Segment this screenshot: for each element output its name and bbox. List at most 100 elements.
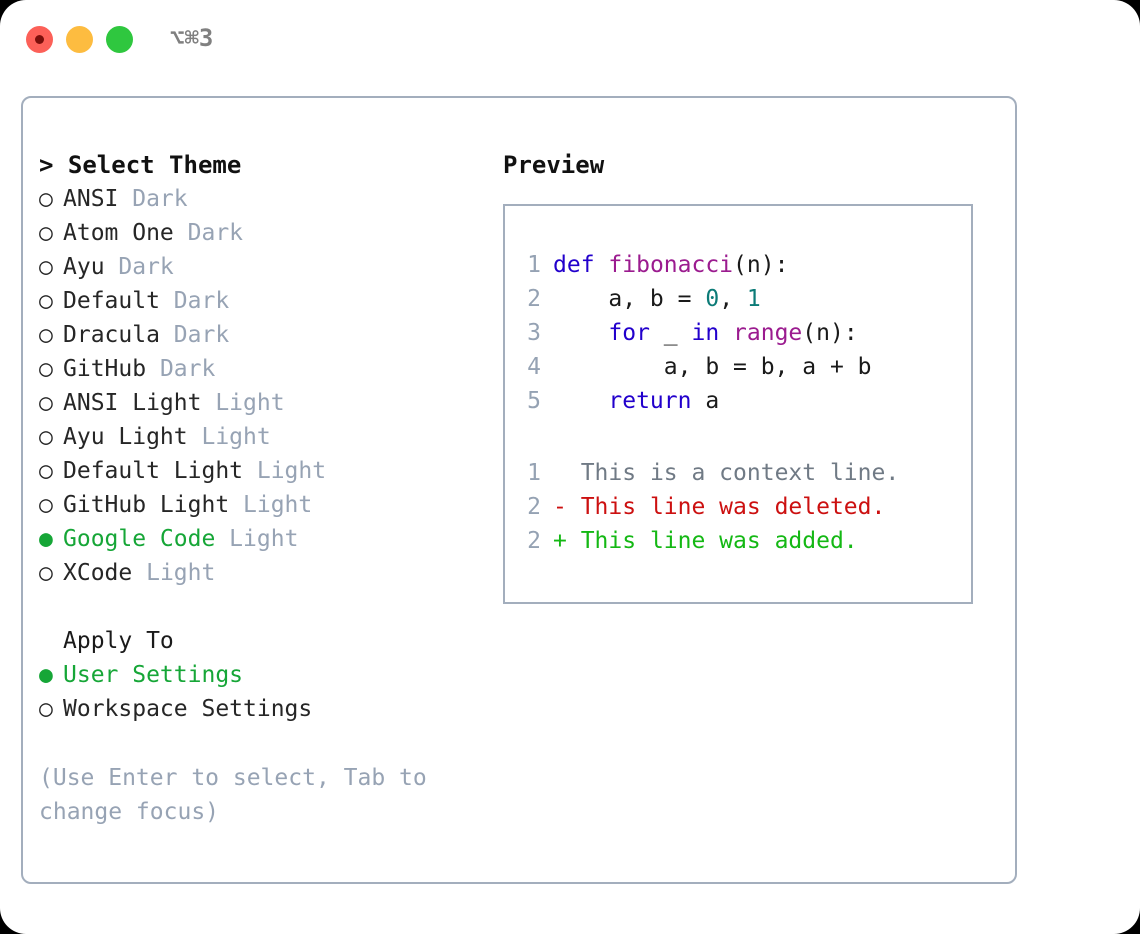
radio-selected-icon: ● <box>39 526 53 552</box>
preview-heading: Preview <box>503 151 605 179</box>
theme-list-column: > Select Theme ○ANSI Dark○Atom One Dark○… <box>39 148 489 829</box>
theme-option-tag: Dark <box>159 322 230 348</box>
code-token: a, b = <box>553 286 706 312</box>
code-line: 5 return a <box>517 384 965 418</box>
code-token: _ <box>649 320 692 346</box>
line-number: 4 <box>527 354 541 380</box>
theme-option-tag: Dark <box>118 186 188 212</box>
theme-option-default-light[interactable]: ○Default Light Light <box>39 454 489 488</box>
theme-option-ayu-light[interactable]: ○Ayu Light Light <box>39 420 489 454</box>
line-number: 5 <box>527 388 541 414</box>
diff-line: 2 + This line was added. <box>517 524 965 558</box>
code-line: 2 a, b = 0, 1 <box>517 282 965 316</box>
radio-unselected-icon: ○ <box>39 356 53 382</box>
theme-option-label: GitHub <box>63 356 147 382</box>
diff-text: This line was added. <box>566 528 858 554</box>
radio-unselected-icon: ○ <box>39 288 53 314</box>
radio-unselected-icon: ○ <box>39 220 53 246</box>
line-number: 1 <box>527 252 541 278</box>
code-token: , <box>719 286 747 312</box>
apply-to-heading: Apply To <box>63 628 174 654</box>
apply-to-option-label: Workspace Settings <box>63 696 313 722</box>
code-line: 4 a, b = b, a + b <box>517 350 965 384</box>
theme-option-label: Atom One <box>63 220 174 246</box>
radio-unselected-icon: ○ <box>39 390 53 416</box>
theme-option-tag: Dark <box>173 220 244 246</box>
radio-unselected-icon: ○ <box>39 254 53 280</box>
theme-option-google-code[interactable]: ●Google Code Light <box>39 522 489 556</box>
code-token: a <box>691 388 720 414</box>
theme-option-atom-one[interactable]: ○ Atom One Dark <box>39 216 489 250</box>
theme-option-github-light[interactable]: ○GitHub Light Light <box>39 488 489 522</box>
theme-option-label: Dracula <box>63 322 160 348</box>
code-token: 1 <box>746 286 761 312</box>
diff-line: 1 This is a context line. <box>517 456 965 490</box>
line-number: 3 <box>527 320 541 346</box>
code-token: 0 <box>705 286 720 312</box>
keyboard-hint-text: (Use Enter to select, Tab to change focu… <box>39 765 441 825</box>
window-titlebar: ⌥⌘3 <box>0 0 1140 78</box>
close-window-icon[interactable] <box>26 26 53 53</box>
code-token: fibonacci <box>608 252 734 278</box>
code-line: 1 def fibonacci(n): <box>517 248 965 282</box>
code-line: 3 for _ in range(n): <box>517 316 965 350</box>
apply-to-list: ●User Settings ○ Workspace Settings <box>39 658 489 726</box>
theme-option-label: XCode <box>63 560 133 586</box>
theme-option-label: Ayu <box>63 254 105 280</box>
radio-unselected-icon: ○ <box>39 424 53 450</box>
theme-option-label: ANSI <box>63 186 119 212</box>
radio-unselected-icon: ○ <box>39 186 53 212</box>
code-token <box>553 388 608 414</box>
maximize-window-icon[interactable] <box>106 26 133 53</box>
diff-line: 2- This line was deleted. <box>517 490 965 524</box>
apply-to-option-label: User Settings <box>63 662 244 688</box>
keyboard-shortcut-label: ⌥⌘3 <box>170 24 214 52</box>
theme-selector-panel: > Select Theme ○ANSI Dark○Atom One Dark○… <box>21 96 1017 884</box>
theme-option-tag: Light <box>201 390 285 416</box>
code-token: (n): <box>733 252 789 278</box>
line-number: 1 <box>527 460 541 486</box>
theme-option-default[interactable]: ○ Default Dark <box>39 284 489 318</box>
code-token: def <box>553 252 595 278</box>
theme-option-github[interactable]: ○GitHub Dark <box>39 352 489 386</box>
radio-unselected-icon: ○ <box>39 696 53 722</box>
code-token: return <box>608 388 692 414</box>
diff-text: This line was deleted. <box>566 494 886 520</box>
code-token <box>719 320 733 346</box>
radio-unselected-icon: ○ <box>39 458 53 484</box>
theme-option-label: GitHub Light <box>63 492 230 518</box>
theme-option-label: Default <box>63 288 160 314</box>
theme-option-label: Default Light <box>63 458 244 484</box>
line-number: 2 <box>527 286 541 312</box>
code-token: (n): <box>802 320 858 346</box>
theme-option-tag: Dark <box>159 288 230 314</box>
theme-option-label: ANSI Light <box>63 390 202 416</box>
theme-option-ansi[interactable]: ○ ANSI Dark <box>39 182 489 216</box>
code-token <box>595 252 609 278</box>
theme-option-ayu[interactable]: ○ Ayu Dark <box>39 250 489 284</box>
radio-unselected-icon: ○ <box>39 322 53 348</box>
diff-marker: - <box>553 494 567 520</box>
theme-option-tag: Dark <box>104 254 174 280</box>
apply-to-option-workspace-settings[interactable]: ○ Workspace Settings <box>39 692 489 726</box>
select-theme-heading: > Select Theme <box>39 151 242 179</box>
theme-option-ansi-light[interactable]: ○ ANSI Light Light <box>39 386 489 420</box>
radio-unselected-icon: ○ <box>39 492 53 518</box>
diff-sample: 1 This is a context line.2- This line wa… <box>517 456 965 558</box>
minimize-window-icon[interactable] <box>66 26 93 53</box>
theme-option-tag: Light <box>187 424 271 450</box>
theme-list: ○ ANSI Dark ○ Atom One Dark ○ Ayu Dark ○ Defaul… <box>39 182 489 590</box>
theme-option-tag: Light <box>132 560 216 586</box>
theme-option-dracula[interactable]: ○ Dracula Dark <box>39 318 489 352</box>
apply-to-option-user-settings[interactable]: ●User Settings <box>39 658 489 692</box>
theme-option-xcode[interactable]: ○XCode Light <box>39 556 489 590</box>
diff-marker <box>553 460 567 486</box>
diff-marker: + <box>553 528 567 554</box>
code-token: for <box>608 320 650 346</box>
line-number: 2 <box>527 528 541 554</box>
theme-option-tag: Light <box>215 526 299 552</box>
